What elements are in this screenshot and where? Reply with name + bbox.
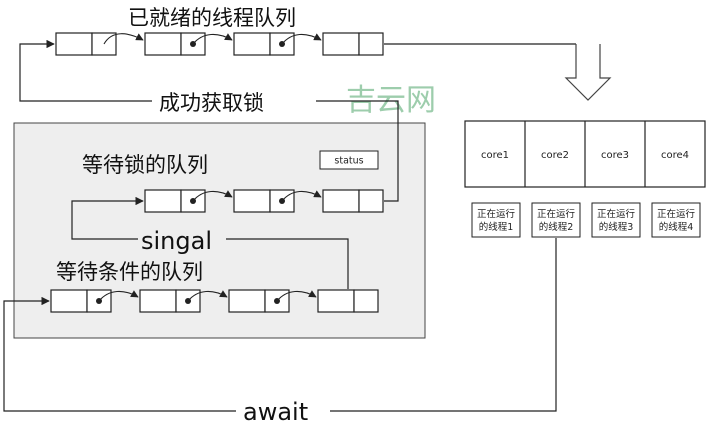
thread-label: 正在运行 — [537, 208, 576, 220]
queue-node — [55, 32, 117, 56]
queue-node — [228, 289, 290, 313]
running-threads: 正在运行 的线程1 正在运行 的线程2 正在运行 的线程3 正在运行 的线程4 — [471, 202, 701, 238]
await-connector-left — [3, 296, 236, 412]
core-label: core3 — [601, 150, 629, 161]
queue-node — [317, 289, 379, 313]
await-label: await — [243, 398, 308, 426]
condition-wait-queue-label: 等待条件的队列 — [56, 260, 203, 284]
thread-label: 正在运行 — [597, 208, 636, 220]
ready-queue — [55, 32, 384, 56]
cores-panel: core1 core2 core3 core4 — [464, 120, 706, 188]
core-label: core2 — [541, 150, 569, 161]
queue-node — [322, 32, 384, 56]
await-connector-right — [330, 238, 557, 412]
queue-node — [322, 189, 384, 213]
lock-wait-queue — [144, 189, 384, 213]
queue-node — [139, 289, 201, 313]
thread-label: 正在运行 — [477, 208, 516, 220]
lock-wait-queue-label: 等待锁的队列 — [82, 153, 208, 177]
queue-node — [144, 32, 206, 56]
queue-node — [50, 289, 112, 313]
thread-label: 的线程1 — [479, 221, 514, 233]
down-arrow-outline-icon — [564, 44, 612, 101]
acquire-lock-connector-left — [19, 39, 152, 102]
core-label: core1 — [481, 150, 509, 161]
acquire-lock-connector-right — [316, 100, 399, 202]
thread-label: 的线程3 — [599, 221, 634, 233]
running-thread-box: 正在运行 的线程4 — [651, 202, 701, 238]
signal-label: singal — [141, 227, 212, 255]
status-box — [319, 150, 379, 170]
queue-node — [233, 32, 295, 56]
core-label: core4 — [661, 150, 689, 161]
queue-node — [233, 189, 295, 213]
queue-node — [144, 189, 206, 213]
running-thread-box: 正在运行 的线程1 — [471, 202, 521, 238]
status-label: status — [334, 156, 363, 167]
running-thread-box: 正在运行 的线程3 — [591, 202, 641, 238]
signal-connector-left — [71, 196, 144, 240]
thread-label: 的线程2 — [539, 221, 574, 233]
condition-wait-queue — [50, 289, 379, 313]
acquire-lock-label: 成功获取锁 — [159, 91, 264, 115]
thread-label: 的线程4 — [659, 221, 694, 233]
thread-label: 正在运行 — [657, 208, 696, 220]
signal-connector-right — [226, 238, 349, 289]
running-thread-box: 正在运行 的线程2 — [531, 202, 581, 238]
ready-queue-label: 已就绪的线程队列 — [128, 6, 296, 30]
